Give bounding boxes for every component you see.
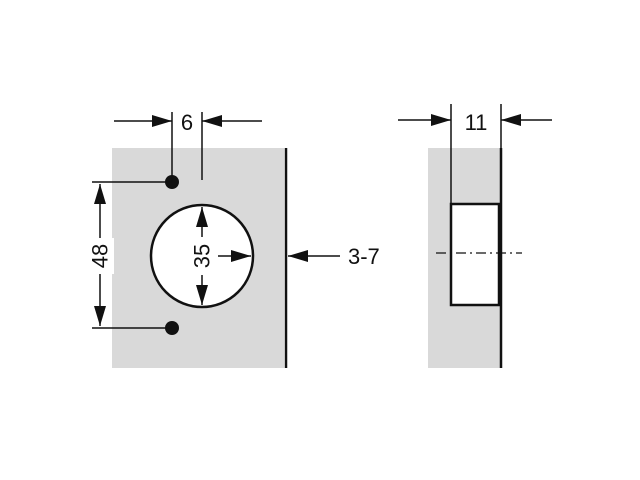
dim-label-cup-depth: 11 xyxy=(465,110,488,135)
dim-label-door-gap: 3-7 xyxy=(348,244,380,269)
front-view: 6 48 35 3-7 xyxy=(86,110,380,368)
dim-label-hole-spacing: 48 xyxy=(88,244,113,268)
dim-label-35-backdrop xyxy=(188,237,216,275)
cup-bore-section xyxy=(449,202,501,307)
dim-label-48-backdrop xyxy=(86,238,114,274)
dim-label-hole-offset: 6 xyxy=(181,110,193,135)
side-view: 11 xyxy=(398,104,552,368)
dim-label-cup-diameter: 35 xyxy=(190,244,215,268)
